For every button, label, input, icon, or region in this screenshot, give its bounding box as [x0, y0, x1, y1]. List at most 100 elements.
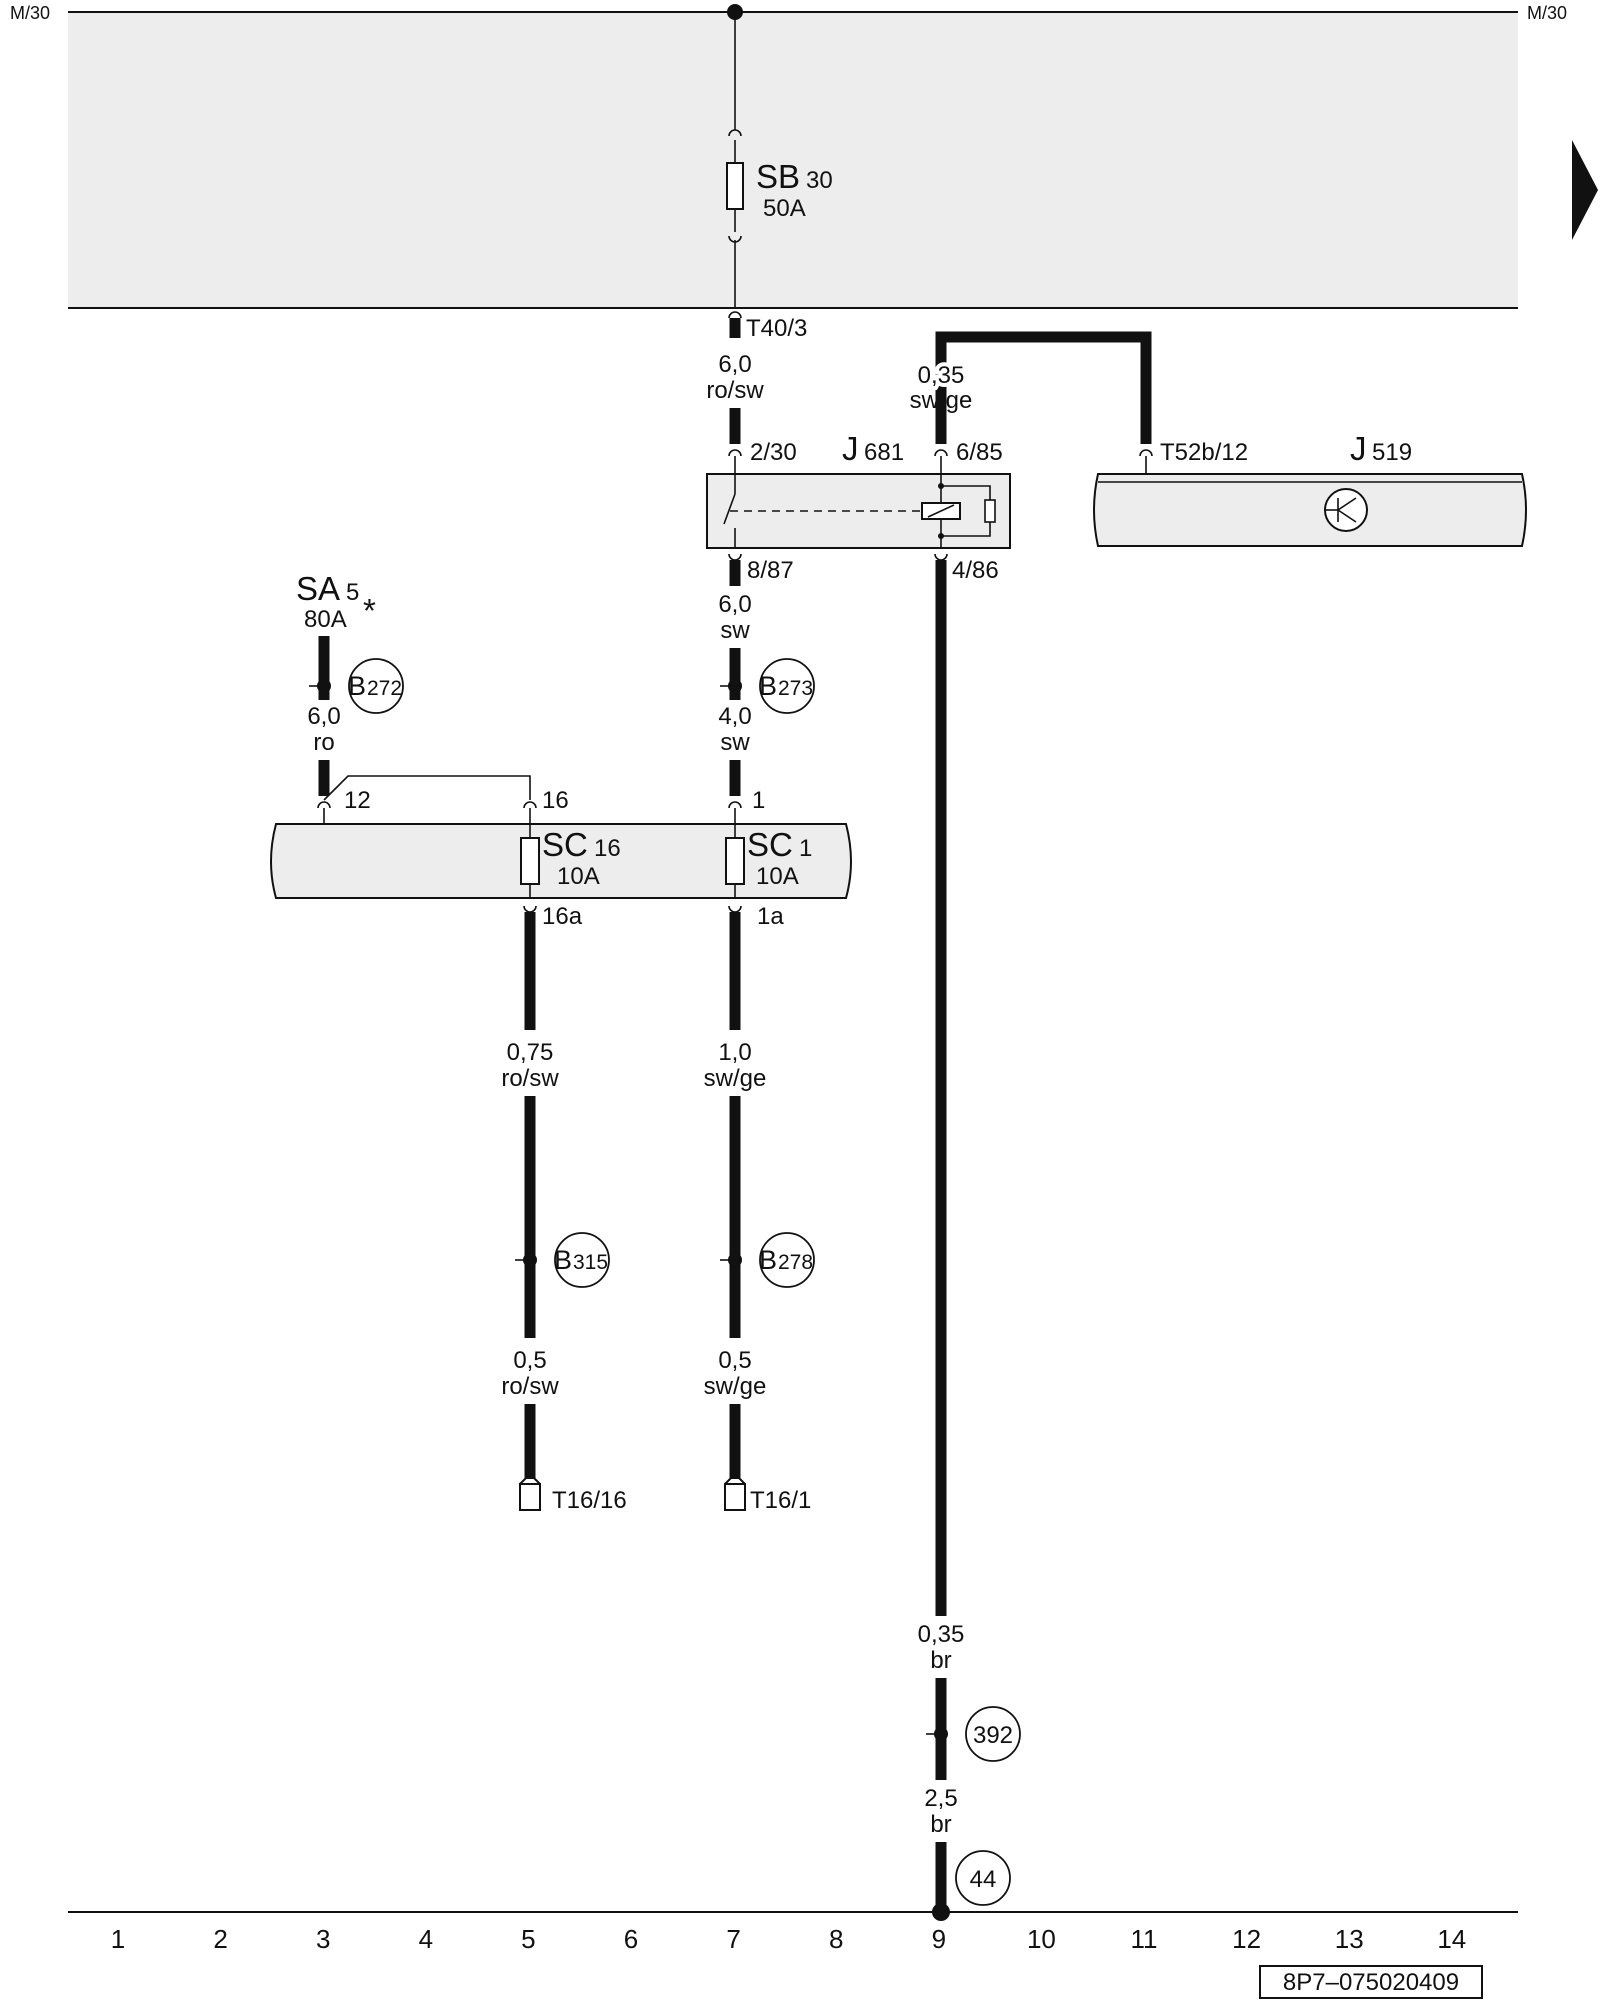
- j681-6-85-clip: [934, 449, 948, 457]
- sa5-mark: *: [363, 592, 376, 629]
- t16-16-terminal-icon: [519, 1477, 541, 1511]
- j519-control-unit-box: [1093, 473, 1527, 547]
- c392-connector-badge: [965, 1706, 1021, 1762]
- j681-num: 681: [864, 439, 904, 466]
- w-relay-out-size: 6,0: [718, 591, 751, 618]
- c44-num: 44: [970, 1866, 997, 1893]
- w-sc1-out1-size: 1,0: [718, 1039, 751, 1066]
- t52b-12-clip: [1139, 449, 1153, 457]
- rail-label-right: M/30: [1527, 3, 1567, 23]
- w-gnd2-color: br: [930, 1811, 951, 1838]
- t40-3-clip: [728, 311, 742, 319]
- sc16-name: SC: [542, 826, 588, 863]
- t16-1-terminal-icon: [724, 1477, 746, 1511]
- sc-pin12-clip: [317, 801, 331, 809]
- w-relay-ctrl-wire: [935, 331, 1152, 444]
- w-sa5-size: 6,0: [307, 703, 340, 730]
- w-gnd2-size: 2,5: [924, 1785, 957, 1812]
- j681-4-86-clip: [934, 553, 948, 561]
- sc16-rating: 10A: [557, 863, 600, 890]
- sc-pin1a-label: 1a: [757, 903, 784, 930]
- w-gnd1-size: 0,35: [918, 1621, 965, 1648]
- j681-resistor-symbol: [984, 499, 996, 523]
- diagram-id-box: [1259, 1965, 1483, 1999]
- w-sc1-out2-color: sw/ge: [704, 1373, 767, 1400]
- sb30-rating: 50A: [763, 195, 806, 222]
- j681-4-86-label: 4/86: [952, 557, 999, 584]
- column-number: 14: [1437, 1924, 1466, 1954]
- j681-2-30-clip: [728, 449, 742, 457]
- j519-name: J: [1350, 430, 1367, 467]
- sc-pin1a-clip: [728, 905, 742, 913]
- w-sc16-out1-color: ro/sw: [501, 1065, 559, 1092]
- sb30-fuse-symbol: [726, 162, 744, 210]
- rail-label-left: M/30: [10, 3, 50, 23]
- column-number: 2: [213, 1924, 227, 1954]
- b273-letter: B: [759, 671, 777, 701]
- b315-connector-badge: [554, 1232, 610, 1288]
- w-sa5-color: ro: [313, 729, 334, 756]
- transistor-icon: [1324, 488, 1368, 532]
- w-sc1-out2-size: 0,5: [718, 1347, 751, 1374]
- b273-connector-badge: [759, 658, 815, 714]
- b272-num: 272: [367, 677, 402, 700]
- w-relay-ctrl-color: sw/ge: [910, 387, 973, 414]
- b315-num: 315: [573, 1251, 608, 1274]
- b315-letter: B: [554, 1245, 572, 1275]
- j681-switch-contact: [723, 493, 736, 525]
- column-number: 6: [624, 1924, 638, 1954]
- b272-connector-badge: [348, 658, 404, 714]
- column-number: 13: [1335, 1924, 1364, 1954]
- b278-letter: B: [759, 1245, 777, 1275]
- j681-2-30-label: 2/30: [750, 439, 797, 466]
- column-number: 4: [419, 1924, 433, 1954]
- sc-bridge-12-16: [323, 775, 531, 801]
- w-sc1-in-size: 4,0: [718, 703, 751, 730]
- j681-8-87-clip: [728, 553, 742, 561]
- j681-8-87-label: 8/87: [747, 557, 794, 584]
- sa5-rating: 80A: [304, 606, 347, 633]
- w-main-top-color: ro/sw: [706, 377, 764, 404]
- j519-num: 519: [1372, 439, 1412, 466]
- sa5-name: SA: [296, 570, 340, 607]
- b278-connector-badge: [759, 1232, 815, 1288]
- w-relay-ctrl-size-text: 0,35: [918, 362, 965, 389]
- sb30-name: SB: [756, 158, 800, 195]
- t40-3-label: T40/3: [746, 315, 807, 342]
- w-sc16-out2-color: ro/sw: [501, 1373, 559, 1400]
- sc16-num: 16: [594, 835, 621, 862]
- sc1-fuse-symbol: [725, 837, 745, 885]
- sc-pin16-clip: [523, 801, 537, 809]
- w-main-top-size: 6,0: [718, 351, 751, 378]
- j681-name: J: [842, 430, 859, 467]
- sc-pin12-label: 12: [344, 787, 371, 814]
- column-number: 5: [521, 1924, 535, 1954]
- sc1-name: SC: [747, 826, 793, 863]
- sc1-pin1-clip: [728, 801, 742, 809]
- column-number: 7: [726, 1924, 740, 1954]
- transistor-emitter: [1337, 509, 1357, 523]
- w-sc16-out1-size: 0,75: [507, 1039, 554, 1066]
- sb30-top-clip: [728, 129, 742, 137]
- b272-letter: B: [348, 671, 366, 701]
- sc-pin16-label: 16: [542, 787, 569, 814]
- column-number: 10: [1027, 1924, 1056, 1954]
- t16-16-label: T16/16: [552, 1487, 627, 1514]
- column-number: 8: [829, 1924, 843, 1954]
- sa5-num: 5: [346, 579, 359, 606]
- power-distribution-band: [68, 12, 1518, 308]
- t52b-12-label: T52b/12: [1160, 439, 1248, 466]
- j681-6-85-label: 6/85: [956, 439, 1003, 466]
- w-relay-out-color: sw: [720, 617, 750, 644]
- w-sc1-in-color: sw: [720, 729, 750, 756]
- column-number: 1: [111, 1924, 125, 1954]
- c392-num: 392: [973, 1722, 1013, 1749]
- sc-pin16a-label: 16a: [542, 903, 583, 930]
- sc1-rating: 10A: [756, 863, 799, 890]
- j681-coil-slash: [927, 504, 955, 518]
- b273-num: 273: [778, 677, 813, 700]
- t16-1-label: T16/1: [750, 1487, 811, 1514]
- w-gnd1-color: br: [930, 1647, 951, 1674]
